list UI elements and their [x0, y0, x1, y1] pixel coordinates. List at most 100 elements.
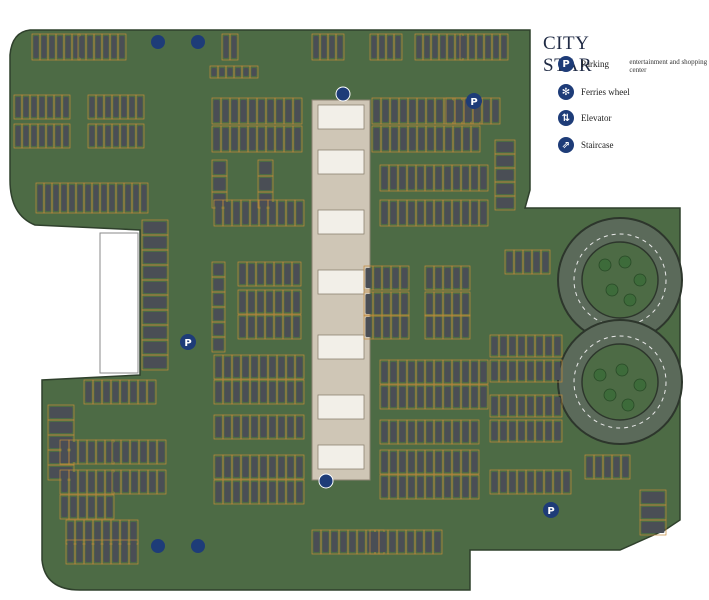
parking-stall: [478, 359, 489, 385]
parking-stall: [117, 33, 127, 61]
parking-stall: [47, 464, 75, 481]
parking-stall: [294, 414, 305, 440]
parking-stall: [292, 97, 303, 125]
elevator-icon: ⇅: [558, 110, 574, 126]
parking-marker-west: P: [180, 334, 196, 350]
spine-block: [317, 269, 365, 295]
legend-staircase: ⇗ Staircase: [558, 137, 613, 153]
parking-stall: [478, 384, 489, 410]
parking-stall: [460, 314, 471, 340]
parking-icon: P: [558, 56, 574, 72]
spine-blocks: [317, 104, 365, 470]
parking-stall: [104, 494, 115, 520]
legend-staircase-label: Staircase: [581, 140, 614, 150]
ferris-wheel-icon: ✻: [558, 84, 574, 100]
parking-stall: [335, 33, 345, 61]
parking-stall: [249, 65, 259, 79]
parking-stall: [141, 294, 169, 311]
tree: [605, 283, 619, 297]
elevator-marker-south: [191, 539, 205, 553]
legend-parking: P Parking: [558, 56, 609, 72]
svg-text:P: P: [547, 506, 554, 517]
spiral-ramp-lower: [557, 319, 683, 445]
parking-stall: [469, 419, 480, 445]
parking-stall: [141, 339, 169, 356]
legend-parking-label: Parking: [581, 59, 609, 69]
parking-stall: [47, 404, 75, 421]
parking-stall: [257, 175, 274, 193]
parking-stall: [291, 261, 302, 287]
legend-title: CITY STAR entertainment and shopping cen…: [543, 33, 709, 77]
spine-block: [317, 334, 365, 360]
parking-stall: [494, 139, 516, 155]
svg-text:P: P: [470, 97, 477, 108]
parking-stall: [146, 379, 157, 405]
legend-ferris-wheel: ✻ Ferries wheel: [558, 84, 630, 100]
parking-stall: [478, 164, 489, 192]
parking-stall: [139, 182, 149, 214]
tree: [621, 398, 635, 412]
tree: [633, 273, 647, 287]
parking-stall: [291, 289, 302, 315]
staircase-marker-north: [151, 35, 165, 49]
parking-stall: [469, 474, 480, 500]
parking-stall: [141, 264, 169, 281]
parking-stall: [47, 449, 75, 466]
spine-block: [317, 394, 365, 420]
tree: [603, 388, 617, 402]
legend-elevator-label: Elevator: [581, 113, 612, 123]
parking-stall: [540, 249, 551, 275]
parking-stall: [292, 125, 303, 153]
parking-stall: [211, 159, 228, 177]
parking-stall: [432, 529, 443, 555]
parking-stall: [257, 159, 274, 177]
parking-stall: [469, 449, 480, 475]
parking-stall: [291, 314, 302, 340]
ramp-trees: [593, 255, 647, 412]
parking-stall: [141, 219, 169, 236]
parking-stall: [552, 359, 563, 383]
svg-text:P: P: [184, 338, 191, 349]
parking-stall: [494, 195, 516, 211]
ferris-wheel-marker-north: [335, 86, 351, 102]
staircase-marker-south: [151, 539, 165, 553]
parking-stall: [478, 199, 489, 227]
parking-marker-south: P: [543, 502, 559, 518]
parking-stall: [294, 454, 305, 480]
parking-marker-north: P: [466, 93, 482, 109]
parking-stall: [61, 94, 71, 120]
parking-stall: [639, 519, 667, 536]
elevator-marker-north: [191, 35, 205, 49]
legend-ferris-wheel-label: Ferries wheel: [581, 87, 630, 97]
parking-stall: [393, 33, 403, 61]
parking-stall: [490, 97, 501, 125]
parking-stall: [294, 379, 305, 405]
parking-stall: [294, 199, 305, 227]
tree: [615, 363, 629, 377]
tree: [593, 368, 607, 382]
parking-stall: [211, 336, 226, 353]
parking-stall: [399, 265, 410, 291]
parking-stall: [552, 394, 563, 418]
parking-stall: [141, 354, 169, 371]
parking-stall: [552, 419, 563, 443]
staircase-icon: ⇗: [558, 137, 574, 153]
parking-stall: [294, 354, 305, 380]
parking-stall: [294, 479, 305, 505]
parking-stall: [61, 123, 71, 149]
parking-stall: [141, 309, 169, 326]
parking-stall: [141, 279, 169, 296]
parking-stall: [561, 469, 572, 495]
parking-stall: [399, 314, 410, 340]
parking-stall: [156, 469, 167, 495]
tree: [633, 378, 647, 392]
brand-subtitle: entertainment and shopping center: [629, 58, 708, 74]
tree: [598, 258, 612, 272]
parking-stall: [494, 167, 516, 183]
legend-elevator: ⇅ Elevator: [558, 110, 612, 126]
parking-stalls: [13, 33, 667, 565]
spine-block: [317, 104, 365, 130]
parking-stall: [460, 291, 471, 317]
tree: [623, 293, 637, 307]
